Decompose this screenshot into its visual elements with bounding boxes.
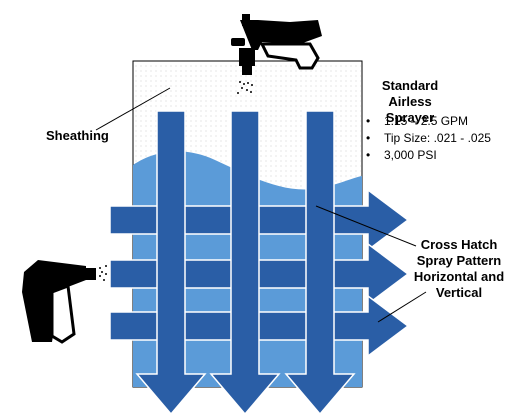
- crosshatch-label-line: Cross Hatch: [420, 237, 498, 252]
- top-spray-gun-icon: [231, 14, 322, 94]
- sheathing-label: Sheathing: [46, 128, 109, 143]
- vertical-spray-arrow-1: [135, 110, 207, 416]
- crosshatch-label-line: Spray Pattern: [416, 253, 502, 268]
- sheathing-callout-line: [95, 87, 171, 131]
- spec-item-pressure: 3,000 PSI: [366, 147, 491, 164]
- side-spray-gun-icon: [22, 260, 107, 344]
- sprayer-title-line: Standard Airless: [381, 78, 439, 109]
- vertical-spray-arrow-2: [209, 110, 281, 416]
- crosshatch-label-line: Horizontal and: [413, 269, 505, 284]
- crosshatch-label: Cross Hatch Spray Pattern Horizontal and…: [410, 237, 508, 301]
- crosshatch-callout-line-2: [377, 291, 427, 323]
- spec-item-flow: 1.15 – 2.5 GPM: [366, 113, 491, 130]
- spec-item-tip-size: Tip Size: .021 - .025: [366, 130, 491, 147]
- crosshatch-callout-line-1: [315, 205, 417, 247]
- vertical-spray-arrow-3: [284, 110, 356, 416]
- crosshatch-label-line: Vertical: [435, 285, 483, 300]
- sprayer-spec-list: 1.15 – 2.5 GPM Tip Size: .021 - .025 3,0…: [366, 113, 491, 164]
